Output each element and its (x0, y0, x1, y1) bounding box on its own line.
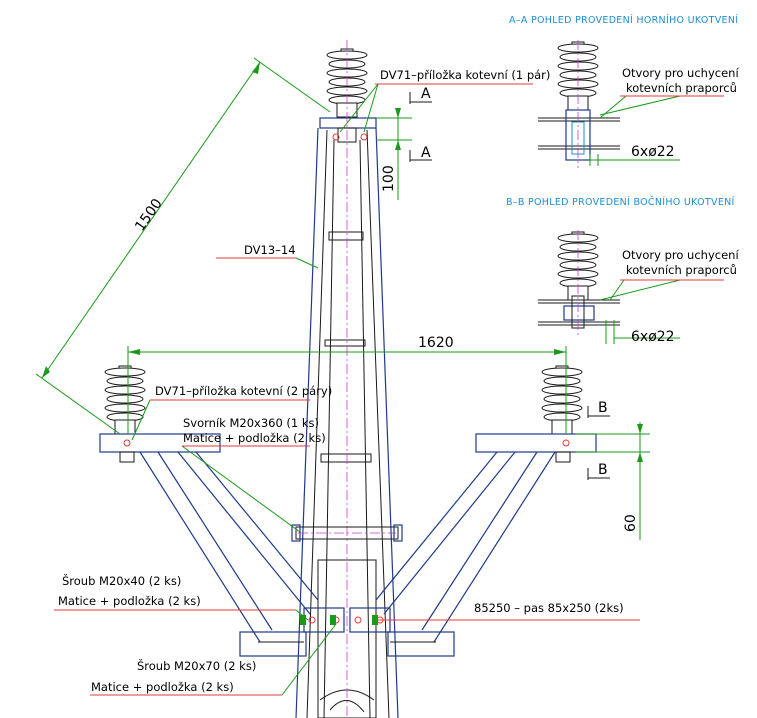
svg-text:Matice + podložka (2 ks): Matice + podložka (2 ks) (183, 431, 326, 445)
view-b-b-hole-dim: 6xø22 (631, 329, 675, 345)
svg-text:kotevních praporců: kotevních praporců (626, 81, 737, 95)
section-marker-a-bottom: A (409, 145, 432, 162)
label-sroub-m20x70: Šroub M20x70 (2 ks) Matice + podložka (2… (90, 623, 337, 696)
label-svornik: Svorník M20x360 (1 ks) Matice + podložka… (181, 416, 326, 533)
svg-text:Matice + podložka (2 ks): Matice + podložka (2 ks) (58, 594, 201, 608)
svg-text:Otvory pro uchycení: Otvory pro uchycení (622, 248, 739, 262)
svg-text:A: A (421, 86, 431, 102)
label-sroub-m20x40: Šroub M20x40 (2 ks) Matice + podložka (2… (54, 573, 309, 621)
dimension-1620: 1620 (127, 335, 567, 434)
svg-text:DV13–14: DV13–14 (244, 243, 296, 257)
svg-text:Otvory pro uchycení: Otvory pro uchycení (622, 66, 739, 80)
svg-text:Šroub M20x40 (2 ks): Šroub M20x40 (2 ks) (62, 573, 181, 588)
dimension-60: 60 (576, 422, 650, 540)
dimension-100: 100 (376, 108, 412, 200)
view-b-b-title: B–B POHLED PROVEDENÍ BOČNÍHO UKOTVENÍ (506, 196, 735, 208)
label-pas: 85250 – pas 85x250 (2ks) (378, 601, 640, 621)
label-dv71-top: DV71–příložka kotevní (1 pár) (339, 68, 550, 133)
section-marker-b-bottom: B (587, 462, 610, 480)
label-dv71-side: DV71–příložka kotevní (2 páry) (131, 384, 332, 441)
dim-100-value: 100 (381, 165, 397, 192)
svg-text:Šroub M20x70 (2 ks): Šroub M20x70 (2 ks) (137, 658, 256, 673)
svg-text:85250 – pas 85x250 (2ks): 85250 – pas 85x250 (2ks) (474, 601, 624, 615)
dim-60-value: 60 (623, 514, 639, 532)
view-a-a-title: A–A POHLED PROVEDENÍ HORNÍHO UKOTVENÍ (509, 14, 738, 26)
svg-text:B: B (598, 462, 608, 478)
label-dv13: DV13–14 (216, 243, 319, 269)
svg-text:A: A (421, 145, 431, 161)
dim-1500-value: 1500 (132, 196, 166, 234)
view-a-a-hole-dim: 6xø22 (631, 144, 675, 160)
svg-text:kotevních praporců: kotevních praporců (626, 263, 737, 277)
svg-text:DV71–příložka kotevní (1 pár): DV71–příložka kotevní (1 pár) (380, 68, 550, 82)
left-arm (99, 365, 319, 657)
left-crossarm (99, 433, 221, 453)
section-marker-b-top: B (587, 400, 610, 418)
view-b-b: B–B POHLED PROVEDENÍ BOČNÍHO UKOTVENÍ Ot… (506, 196, 739, 345)
svg-text:Svorník M20x360 (1 ks): Svorník M20x360 (1 ks) (183, 416, 319, 430)
right-crossarm (475, 433, 597, 453)
dim-1620-value: 1620 (418, 335, 454, 351)
view-a-a: A–A POHLED PROVEDENÍ HORNÍHO UKOTVENÍ Ot… (509, 14, 739, 168)
right-insulator (541, 365, 583, 435)
pole-clamps (300, 607, 391, 633)
main-pole (295, 40, 399, 718)
svornik-rod (291, 524, 403, 542)
svg-text:Matice + podložka (2 ks): Matice + podložka (2 ks) (91, 680, 234, 694)
svg-text:DV71–příložka kotevní (2 páry): DV71–příložka kotevní (2 páry) (155, 384, 332, 398)
section-marker-a-top: A (409, 86, 432, 104)
right-arm (375, 365, 597, 657)
svg-text:B: B (598, 400, 608, 416)
